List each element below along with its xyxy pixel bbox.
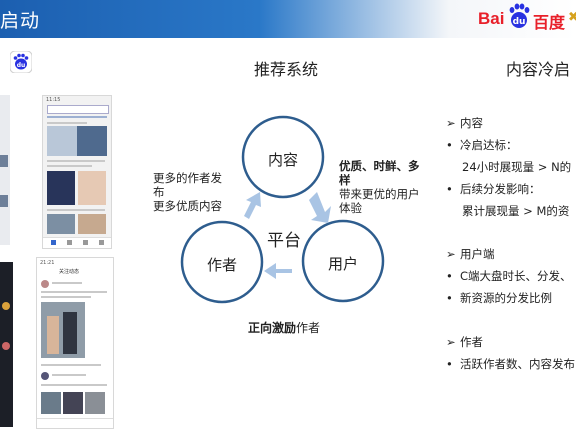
phone-search-bar — [47, 105, 109, 114]
user-node-label: 用户 — [327, 255, 358, 273]
phone-section-title: 关注动态 — [59, 269, 80, 275]
arrow-content-to-user — [309, 192, 331, 223]
svg-text:du: du — [17, 62, 26, 69]
phone-tabbar — [43, 237, 111, 248]
author-circle — [180, 220, 264, 304]
bullet-followup-impact: •后续分发影响： — [446, 182, 541, 196]
bullet-new-resource-ratio: •新资源的分发比例 — [446, 291, 552, 305]
ecosystem-cycle-diagram — [180, 115, 385, 304]
baidu-app-icon: du — [10, 51, 32, 73]
slide-title: 启动 — [0, 10, 41, 32]
user-benefit-note: 优质、时鲜、多 样 带来更优的用户 体验 — [339, 159, 420, 215]
phone-post-photo — [41, 302, 85, 358]
arrow-author-to-content — [244, 192, 261, 219]
cropped-phone-left — [0, 95, 10, 245]
content-circle — [241, 115, 325, 199]
phone-time: 11:15 — [46, 97, 61, 103]
arrow-user-to-author — [264, 263, 292, 279]
incentive-note: 正向激励作者 — [248, 321, 321, 335]
baidu-logo-chinese: 百度 — [533, 13, 566, 32]
bullet-cumulative-impressions: 累计展现量 > M的资 — [462, 204, 570, 218]
platform-label: 平台 — [267, 231, 301, 251]
phone-feed-thumb-2 — [78, 171, 106, 205]
svg-text:du: du — [513, 17, 526, 27]
cropped-video-phone — [0, 262, 13, 427]
group-content-title: ➢内容 — [446, 116, 483, 130]
bullet-active-authors: •活跃作者数、内容发布 — [446, 357, 575, 371]
phone-screenshot-feed: 11:15 — [42, 95, 112, 249]
group-user-title: ➢用户端 — [446, 247, 495, 261]
baidu-paw-icon: du — [509, 3, 530, 28]
bullet-c-side-metrics: •C端大盘时长、分发、 — [446, 269, 572, 283]
phone-time: 21:21 — [40, 260, 55, 266]
header-bar — [0, 0, 576, 38]
phone-feed-thumb-1 — [47, 171, 75, 205]
partner-logo-mark: ✖ — [568, 10, 576, 25]
phone-screenshot-follow: 21:21 关注动态 — [36, 257, 114, 429]
cold-start-heading: 内容冷启 — [506, 60, 571, 79]
user-circle — [301, 219, 385, 303]
recommendation-system-heading: 推荐系统 — [254, 60, 319, 79]
baidu-logo-text: Bai — [478, 9, 505, 28]
author-node-label: 作者 — [206, 256, 237, 274]
author-benefit-note: 更多的作者发 布 更多优质内容 — [153, 171, 222, 213]
group-author-title: ➢作者 — [446, 335, 483, 349]
content-node-label: 内容 — [267, 151, 298, 169]
bullet-cold-start-target: •冷启达标： — [446, 138, 518, 152]
phone-feed-image — [47, 126, 107, 156]
bullet-24h-impressions: 24小时展现量 > N的 — [462, 160, 572, 174]
